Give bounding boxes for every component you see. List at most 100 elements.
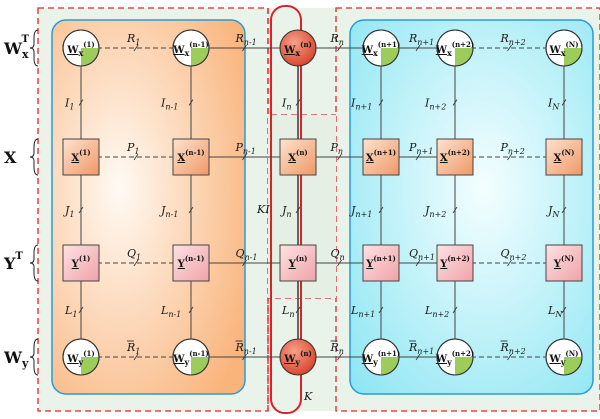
wx-node-fill <box>564 48 582 66</box>
edge-label-i: I1 <box>64 97 74 112</box>
edge-tick <box>242 259 247 267</box>
node-label: X(n+1) <box>366 148 396 164</box>
brace-icon <box>29 138 39 176</box>
wy-node-fill <box>381 357 399 375</box>
wy-node-fill <box>81 357 99 375</box>
wx-node-outline <box>436 29 474 67</box>
x-node-square <box>172 138 210 176</box>
edge-label-rb: Rn <box>330 341 344 356</box>
edge-label-p: Pn-1 <box>235 141 256 156</box>
x-node-square <box>279 138 317 176</box>
right-panel <box>349 19 594 395</box>
edge-tick <box>337 353 342 361</box>
node-label: Y(N) <box>553 254 574 270</box>
edge-label-r: Rn <box>330 32 344 47</box>
edge-label-rb: Rn+1 <box>408 341 434 356</box>
edge-tick <box>295 206 301 214</box>
node-label: Wx(N) <box>548 40 578 58</box>
edge-label-q: Qn+2 <box>501 247 527 262</box>
edge-tick <box>242 153 247 161</box>
edge-tick <box>337 153 342 161</box>
y-node-square <box>62 244 100 282</box>
wx-node: Wx(n-1) <box>172 29 210 67</box>
node-label: X(n-1) <box>177 148 204 164</box>
row-label: X <box>4 138 39 176</box>
edge-tick <box>337 259 342 267</box>
wy-node-outline <box>172 338 210 376</box>
edge-tick <box>415 44 421 52</box>
edge-tick <box>133 353 139 361</box>
edge-tick <box>507 259 512 267</box>
wx-node: Wx(n+2) <box>435 29 474 67</box>
edge-tick <box>452 99 458 106</box>
edge-tick <box>295 306 301 314</box>
x-node-square <box>436 138 474 176</box>
node-label: Wy(1) <box>66 349 94 367</box>
edge-label-i: In <box>281 97 292 112</box>
edge-label-p: Pn+1 <box>408 141 433 156</box>
x-node: X(n+2) <box>436 138 474 176</box>
brace-icon <box>29 244 39 282</box>
edge-label-l: Ln <box>281 304 294 319</box>
edge-tick <box>378 99 384 106</box>
edge-tick <box>133 44 139 52</box>
x-node: X(n+1) <box>362 138 400 176</box>
nodes: Wx(1) X(1) Y(1) Wy(1) Wx(n-1) X(n-1) Y(n-1) Wy(… <box>62 29 583 376</box>
x-node-square <box>362 138 400 176</box>
x-node-square <box>62 138 100 176</box>
edge-label-q: Qn <box>331 247 345 262</box>
x-node: X(1) <box>62 138 100 176</box>
row-label: YT <box>3 244 39 282</box>
y-node: Y(n-1) <box>172 244 210 282</box>
labels: I1J1L1R1P1Q1R1In-1Jn-1Ln-1Rn-1Pn-1Qn-1Rn… <box>63 32 567 403</box>
brace-icon <box>29 338 39 376</box>
edge-label-i: In-1 <box>160 97 178 112</box>
node-label: Wy(n+1) <box>361 349 400 367</box>
wy-node-outline <box>62 338 100 376</box>
edge-tick <box>378 306 384 314</box>
edge-label-q: Qn+1 <box>409 247 435 262</box>
edge-label-r: Rn+1 <box>408 32 434 47</box>
edge-tick <box>188 306 194 314</box>
wx-node: Wx(N) <box>545 29 583 67</box>
row-label-text: Wy <box>3 348 29 370</box>
wx-node-fill <box>381 48 399 66</box>
edge-tick <box>242 44 247 52</box>
node-label: Wx(n+1) <box>361 40 400 58</box>
edge-tick <box>78 306 84 314</box>
edge-label-l: LN <box>547 304 563 319</box>
edge-tick <box>561 206 567 214</box>
edge-label-j: Jn+1 <box>349 204 372 219</box>
wy-node-fill <box>191 357 209 375</box>
wy-node-outline <box>545 338 583 376</box>
edge-tick <box>188 206 194 214</box>
wx-node: Wx(1) <box>62 29 100 67</box>
wx-node: Wx(n+1) <box>361 29 400 67</box>
edge-label-rb: Rn+2 <box>500 341 526 356</box>
y-node: Y(1) <box>62 244 100 282</box>
edge-label-rb: Rn-1 <box>235 341 257 356</box>
node-label: Wx(n+2) <box>435 40 474 58</box>
edge-tick <box>295 99 301 106</box>
wy-node: Wy(n-1) <box>172 338 210 376</box>
edge-label-rb: R1 <box>126 341 140 356</box>
edge-tick <box>133 153 139 161</box>
edge-tick <box>188 99 194 106</box>
edge-tick <box>507 153 512 161</box>
wy-node: Wy(n+2) <box>435 338 474 376</box>
edge-tick <box>507 353 512 361</box>
y-node-square <box>362 244 400 282</box>
node-label: Y(n+2) <box>439 254 470 270</box>
edge-tick <box>561 99 567 106</box>
edge-label-q: Q1 <box>127 247 141 262</box>
node-label: X(n+2) <box>440 148 470 164</box>
edge-tick <box>133 259 139 267</box>
node-label: Wy(n-1) <box>172 349 208 367</box>
node-label: X(n) <box>288 148 307 164</box>
wx-node-outline <box>362 29 400 67</box>
edge-tick <box>415 153 421 161</box>
y-node: Y(n+1) <box>362 244 400 282</box>
y-node-square <box>172 244 210 282</box>
wx-node-fill <box>191 48 209 66</box>
